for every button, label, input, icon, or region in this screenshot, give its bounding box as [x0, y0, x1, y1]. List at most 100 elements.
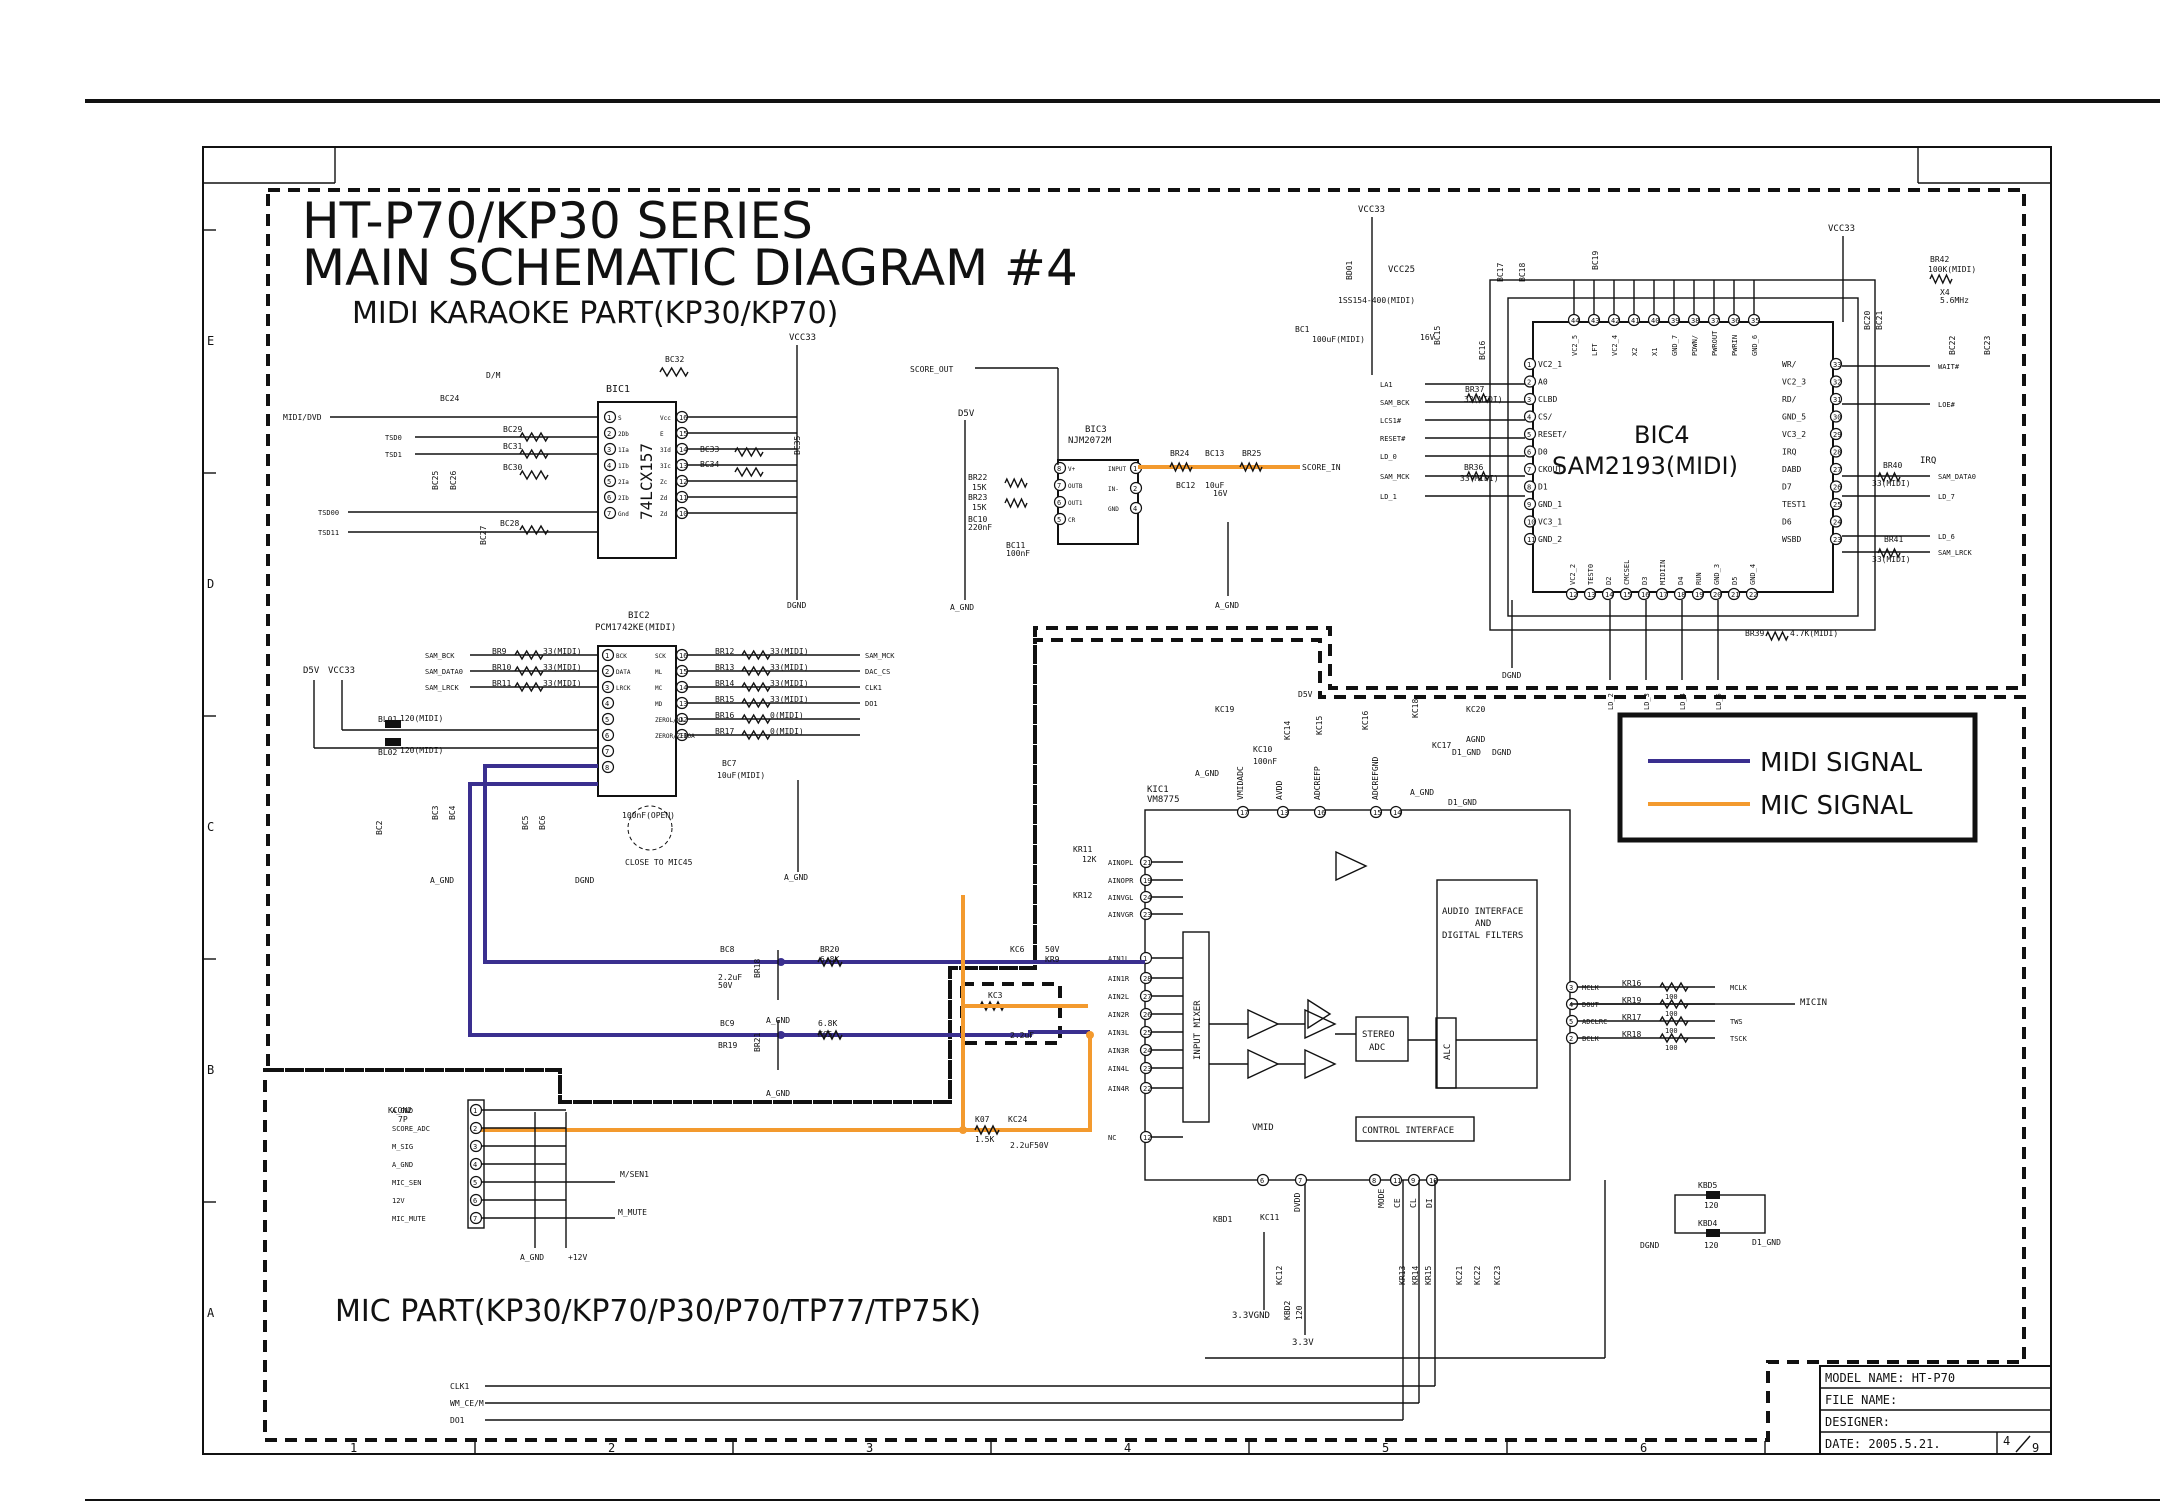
- bic4-pin-bottom-14: [1601, 587, 1615, 601]
- kic1-output-res-value: 100: [1665, 993, 1678, 1001]
- bic4-pin-top-42: [1607, 313, 1621, 327]
- bic4-vcc33-left: VCC33: [1358, 205, 1385, 215]
- kic1-power-label: 100nF: [1253, 757, 1277, 766]
- bic2-pin-left-6: [601, 728, 615, 742]
- bic4-misc-label: 1SS154-400(MIDI): [1338, 296, 1415, 305]
- bic4-pin-right-29: [1829, 427, 1843, 441]
- bic4-pin-left-8: [1523, 480, 1537, 493]
- resistor-symbol: [1877, 547, 1901, 559]
- bic4-misc-label: BC22: [1948, 336, 1957, 355]
- bic4-pin-right-26-number: 26: [1833, 484, 1841, 492]
- bic2-res-value: 33(MIDI): [770, 647, 809, 656]
- bic2-misc-label: BL02: [378, 748, 397, 757]
- mic-connector-pin-6-number: 6: [473, 1197, 477, 1205]
- bic2-pin-left-8-number: 8: [605, 764, 609, 772]
- bic4-pin-bottom-name: TEST0: [1587, 564, 1595, 585]
- bic2-res-value: 33(MIDI): [543, 679, 582, 688]
- bic1-pin-left-4-number: 4: [607, 462, 611, 470]
- v33-label: 3.3V: [1292, 1338, 1314, 1348]
- resistor-symbol: [1004, 497, 1028, 509]
- kic1-power-pin-16: [1313, 805, 1327, 819]
- bic4-net-ld_4: LD_4: [1679, 693, 1687, 710]
- bic4-pin-top-38-number: 38: [1691, 317, 1699, 325]
- resistor-symbol: [1929, 273, 1953, 285]
- bic4-net-ld_7: LD_7: [1938, 493, 1955, 501]
- bic1-pin-right-name: Zd: [660, 511, 668, 518]
- kic1-output-res: KR17: [1622, 1013, 1641, 1022]
- bic1-pin-left-name: 2Ia: [618, 479, 629, 486]
- bic4-pin-right-28: [1829, 445, 1843, 458]
- bic4-pin-bottom-13: [1583, 587, 1597, 601]
- mic-connector-pin-name: A_GND: [392, 1161, 413, 1169]
- bic4-pin-top-name: X1: [1651, 348, 1659, 356]
- bic1-pin-right-name: 3Ic: [660, 463, 671, 470]
- kic1-output-name: ADCLRC: [1582, 1018, 1607, 1026]
- bic4-misc-label: X4: [1940, 288, 1950, 297]
- bic1-pin-right-name: Vcc: [660, 415, 671, 422]
- frame-col-3: 3: [866, 1441, 873, 1455]
- bic4-pin-left-3-number: 3: [1527, 396, 1531, 404]
- kic1-power-label: KC16: [1361, 711, 1370, 730]
- kic1-bottom-pin-7-number: 7: [1298, 1177, 1302, 1185]
- midi-path-label: 50V: [718, 981, 733, 990]
- kic1-out-pin-number: 4: [1569, 1001, 1573, 1009]
- kic1-bottom-pin-9-number: 9: [1411, 1177, 1415, 1185]
- bic3-misc-label: BC13: [1205, 449, 1224, 458]
- bic2-pin-name: DATA: [616, 669, 631, 676]
- bic2-pin-left-5-number: 5: [605, 716, 609, 724]
- kic1-out-pin: [1565, 1031, 1579, 1045]
- kic1-output-name: BCLK: [1582, 1035, 1600, 1043]
- kic1-power-label: ADCREFP: [1313, 766, 1322, 800]
- midi-path-label: BR19: [718, 1041, 737, 1050]
- bic1-part: 74LCX157: [637, 443, 656, 520]
- mic-connector-pin-name: A_GND: [392, 1107, 413, 1115]
- frame-col-6: 6: [1640, 1441, 1647, 1455]
- kic-inner-boundary: [960, 982, 1062, 1045]
- bic2-ref: BIC2: [628, 611, 650, 621]
- bic1-pin-right-16: [675, 410, 689, 424]
- bic4-vcc33-right: VCC33: [1828, 224, 1855, 234]
- bic3-pin-2: [1129, 481, 1143, 495]
- ferrite-label: DGND: [1640, 1241, 1659, 1250]
- midi-agnd-1: A_GND: [766, 1016, 790, 1025]
- input-mixer-label: INPUT MIXER: [1193, 1000, 1203, 1060]
- bic1-pin-right-name: E: [660, 431, 664, 438]
- stereo-adc-line-1: STEREO: [1362, 1030, 1395, 1040]
- kic1-d1gnd: D1_GND: [1452, 748, 1481, 757]
- bottom-net-do1: DO1: [450, 1416, 465, 1425]
- bic4-top-pins: 44VC2_543LFT42VC2_441X240X139GND_738PDWN…: [1567, 280, 1761, 356]
- bic1-pin-right-15: [675, 426, 689, 440]
- bic4-pin-top-name: PWRIN: [1731, 335, 1739, 356]
- bic1-passive-bc29: BC29: [503, 425, 522, 434]
- bic4-pin-bottom-16: [1637, 587, 1651, 601]
- bic1-net-tsd00: TSD00: [318, 509, 339, 517]
- bic4-net-sam_data0: SAM_DATA0: [1938, 473, 1976, 481]
- bic4-pin-right-name: IRQ: [1782, 448, 1797, 457]
- kic1-input-name: AIN2R: [1108, 1011, 1130, 1019]
- bic3-pin-2-number: 2: [1133, 485, 1137, 493]
- bic1-pin-right-16-number: 16: [679, 414, 687, 422]
- bic2-res-value: 33(MIDI): [543, 647, 582, 656]
- bic4-pin-left-1-number: 1: [1527, 361, 1531, 369]
- bic2-out-net: DAC_CS: [865, 668, 890, 676]
- gnd33v-label: 3.3VGND: [1232, 1311, 1270, 1321]
- bic2-pin-right-13: [675, 696, 689, 710]
- kic1-bottom-label: KC22: [1473, 1266, 1482, 1285]
- bic2-pin-left-5: [601, 712, 615, 726]
- bic4-pin-right-30-number: 30: [1833, 414, 1841, 422]
- bic1-net-tsd0: TSD0: [385, 434, 402, 442]
- mic-misc-label: 1.5K: [975, 1135, 994, 1144]
- frame-row-D: D: [207, 577, 214, 591]
- bic3-misc-label: BR23: [968, 493, 987, 502]
- bic1-pin-left-7: [603, 506, 617, 520]
- title-block-date: DATE: 2005.5.21.: [1825, 1437, 1941, 1451]
- kic1-input-name: NC: [1108, 1134, 1116, 1142]
- bic2-pin-left-3-number: 3: [605, 684, 609, 692]
